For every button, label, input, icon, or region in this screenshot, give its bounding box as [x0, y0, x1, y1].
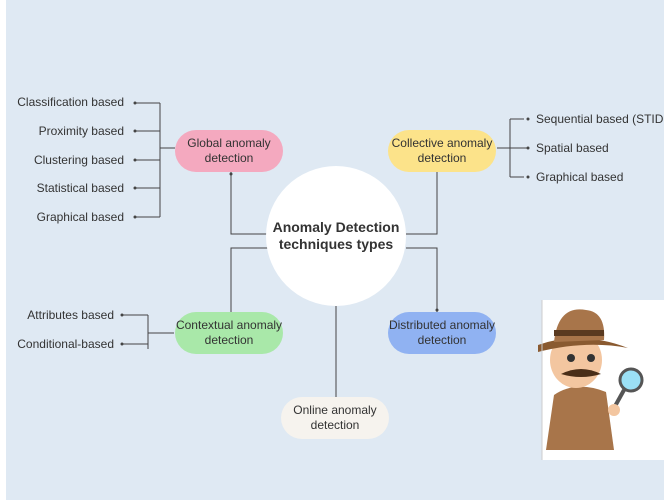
- collective-item: Sequential based (STIDE): [536, 112, 664, 126]
- contextual-anomaly-node: Contextual anomaly detection: [175, 312, 283, 354]
- collective-anomaly-node: Collective anomaly detection: [388, 130, 496, 172]
- global-item: Classification based: [17, 95, 124, 109]
- center-node: Anomaly Detection techniques types: [266, 166, 406, 306]
- global-item: Statistical based: [36, 181, 124, 195]
- collective-bracket: [497, 118, 528, 178]
- diagram-canvas: Anomaly Detection techniques types Globa…: [6, 0, 664, 500]
- contextual-item: Conditional-based: [17, 337, 114, 351]
- contextual-bracket: [122, 314, 174, 349]
- global-item: Clustering based: [33, 153, 124, 167]
- contextual-item: Attributes based: [27, 308, 114, 322]
- collective-item: Spatial based: [536, 141, 609, 155]
- detective-icon: [538, 300, 664, 460]
- global-item: Proximity based: [38, 124, 124, 138]
- global-anomaly-node: Global anomaly detection: [175, 130, 283, 172]
- online-anomaly-node: Online anomaly detection: [281, 397, 389, 439]
- collective-item: Graphical based: [536, 170, 624, 184]
- connectors: [120, 101, 530, 397]
- distributed-anomaly-node: Distributed anomaly detection: [388, 312, 496, 354]
- global-bracket: [135, 102, 175, 218]
- global-item: Graphical based: [36, 210, 124, 224]
- center-connectors: [230, 172, 438, 397]
